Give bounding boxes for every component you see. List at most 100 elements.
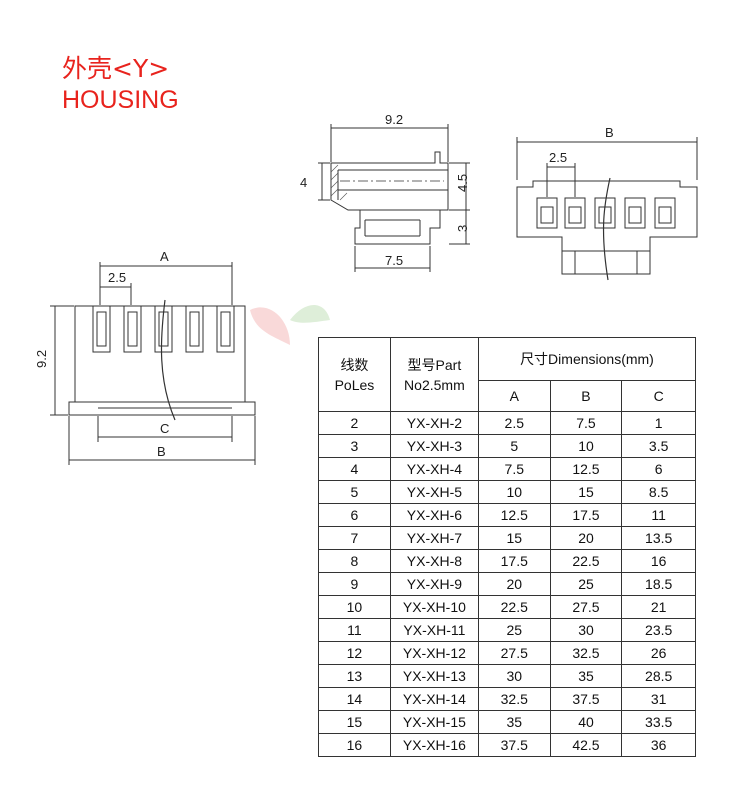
side-dim-width: 9.2	[385, 112, 403, 127]
cell-part: YX-XH-7	[389, 526, 479, 550]
cell-part: YX-XH-8	[389, 549, 479, 573]
cell-b: 17.5	[549, 503, 623, 527]
cell-b: 12.5	[549, 457, 623, 481]
header-dimensions: 尺寸Dimensions(mm)	[477, 337, 697, 381]
cell-a: 7.5	[477, 457, 551, 481]
cell-a: 35	[477, 710, 551, 734]
cell-a: 30	[477, 664, 551, 688]
cell-poles: 11	[318, 618, 391, 642]
cell-poles: 6	[318, 503, 391, 527]
cell-c: 21	[621, 595, 696, 619]
cell-part: YX-XH-15	[389, 710, 479, 734]
cell-c: 31	[621, 687, 696, 711]
cell-c: 33.5	[621, 710, 696, 734]
left-dim-b: B	[157, 444, 166, 459]
cell-poles: 2	[318, 411, 391, 435]
cell-b: 20	[549, 526, 623, 550]
cell-a: 10	[477, 480, 551, 504]
side-dim-height-left: 4	[300, 175, 307, 190]
cell-part: YX-XH-2	[389, 411, 479, 435]
cell-part: YX-XH-16	[389, 733, 479, 757]
cell-part: YX-XH-10	[389, 595, 479, 619]
cell-poles: 12	[318, 641, 391, 665]
cell-part: YX-XH-6	[389, 503, 479, 527]
cell-b: 32.5	[549, 641, 623, 665]
left-dim-pitch: 2.5	[108, 270, 126, 285]
cell-b: 37.5	[549, 687, 623, 711]
cell-c: 28.5	[621, 664, 696, 688]
cell-part: YX-XH-5	[389, 480, 479, 504]
cell-poles: 4	[318, 457, 391, 481]
cell-a: 5	[477, 434, 551, 458]
header-part-cn: 型号Part	[407, 356, 462, 373]
left-dim-a: A	[160, 249, 169, 264]
dimensions-table: 线数 PoLes 型号Part No2.5mm 尺寸Dimensions(mm)…	[318, 337, 697, 757]
cell-part: YX-XH-9	[389, 572, 479, 596]
cell-c: 13.5	[621, 526, 696, 550]
header-a: A	[477, 380, 551, 412]
cell-c: 23.5	[621, 618, 696, 642]
side-view	[318, 124, 470, 272]
cell-part: YX-XH-4	[389, 457, 479, 481]
cell-c: 11	[621, 503, 696, 527]
cell-poles: 10	[318, 595, 391, 619]
cell-b: 15	[549, 480, 623, 504]
left-dim-height: 9.2	[34, 350, 49, 368]
side-dim-height-a: 4.5	[455, 174, 470, 192]
cell-b: 7.5	[549, 411, 623, 435]
cell-a: 25	[477, 618, 551, 642]
cell-b: 22.5	[549, 549, 623, 573]
cell-c: 36	[621, 733, 696, 757]
cell-b: 27.5	[549, 595, 623, 619]
cell-b: 25	[549, 572, 623, 596]
header-part: 型号Part No2.5mm	[389, 337, 479, 412]
cell-a: 15	[477, 526, 551, 550]
cell-poles: 3	[318, 434, 391, 458]
cell-a: 27.5	[477, 641, 551, 665]
cell-part: YX-XH-3	[389, 434, 479, 458]
cell-a: 37.5	[477, 733, 551, 757]
front-view	[516, 137, 698, 281]
cell-a: 22.5	[477, 595, 551, 619]
cell-poles: 14	[318, 687, 391, 711]
header-poles-cn: 线数	[340, 356, 369, 373]
left-dim-c: C	[160, 421, 169, 436]
cell-b: 40	[549, 710, 623, 734]
cell-c: 6	[621, 457, 696, 481]
cell-poles: 13	[318, 664, 391, 688]
cell-a: 2.5	[477, 411, 551, 435]
header-poles-en: PoLes	[334, 376, 375, 393]
front-dim-pitch: 2.5	[549, 150, 567, 165]
cell-poles: 5	[318, 480, 391, 504]
header-b: B	[549, 380, 623, 412]
header-part-en: No2.5mm	[404, 376, 465, 393]
header-c: C	[621, 380, 696, 412]
cell-c: 8.5	[621, 480, 696, 504]
cell-a: 32.5	[477, 687, 551, 711]
cell-poles: 16	[318, 733, 391, 757]
cell-c: 26	[621, 641, 696, 665]
cell-b: 42.5	[549, 733, 623, 757]
cell-poles: 8	[318, 549, 391, 573]
cell-c: 3.5	[621, 434, 696, 458]
front-dim-b: B	[605, 125, 614, 140]
cell-a: 20	[477, 572, 551, 596]
cell-b: 35	[549, 664, 623, 688]
cell-part: YX-XH-14	[389, 687, 479, 711]
watermark-logo	[250, 305, 330, 345]
cell-part: YX-XH-11	[389, 618, 479, 642]
cell-poles: 15	[318, 710, 391, 734]
cell-poles: 9	[318, 572, 391, 596]
